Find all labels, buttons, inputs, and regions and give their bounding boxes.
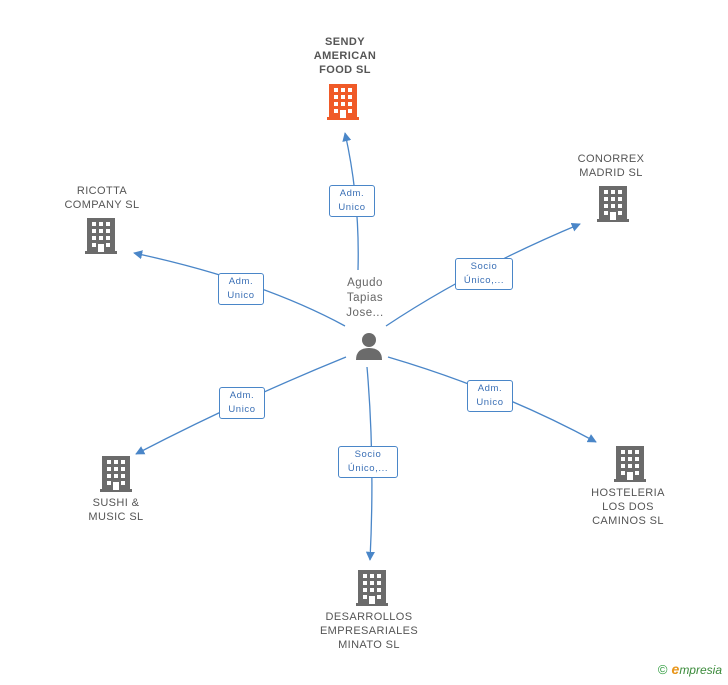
building-icon[interactable]	[100, 456, 132, 492]
building-icon[interactable]	[614, 446, 646, 482]
person-label[interactable]: Agudo Tapias Jose...	[346, 277, 384, 319]
company-label-sendy[interactable]: SENDY AMERICAN FOOD SL	[313, 36, 377, 76]
company-label-conorrex[interactable]: CONORREX MADRID SL	[577, 153, 645, 179]
brand-logo-e: e	[671, 661, 680, 677]
company-label-hosteleria[interactable]: HOSTELERIA LOS DOS CAMINOS SL	[591, 487, 665, 527]
company-label-ricotta[interactable]: RICOTTA COMPANY SL	[64, 185, 140, 211]
copyright-symbol: ©	[657, 662, 668, 677]
building-icon[interactable]	[327, 84, 359, 120]
building-icon[interactable]	[356, 570, 388, 606]
company-label-sushi[interactable]: SUSHI & MUSIC SL	[88, 497, 144, 523]
company-label-desarrollos[interactable]: DESARROLLOS EMPRESARIALES MINATO SL	[319, 611, 419, 651]
footer-brand: ©empresia	[658, 661, 722, 677]
edge-label-sushi[interactable]: Adm. Unico	[219, 387, 265, 419]
edge-label-sendy[interactable]: Adm. Unico	[329, 185, 375, 217]
edge-label-hosteleria[interactable]: Adm. Unico	[467, 380, 513, 412]
brand-name: mpresia	[679, 663, 722, 677]
person-icon[interactable]	[355, 332, 383, 360]
building-icon[interactable]	[597, 186, 629, 222]
edge-label-desarrollos[interactable]: Socio Único,...	[338, 446, 398, 478]
edge-label-ricotta[interactable]: Adm. Unico	[218, 273, 264, 305]
building-icon[interactable]	[85, 218, 117, 254]
edge-label-conorrex[interactable]: Socio Único,...	[455, 258, 513, 290]
